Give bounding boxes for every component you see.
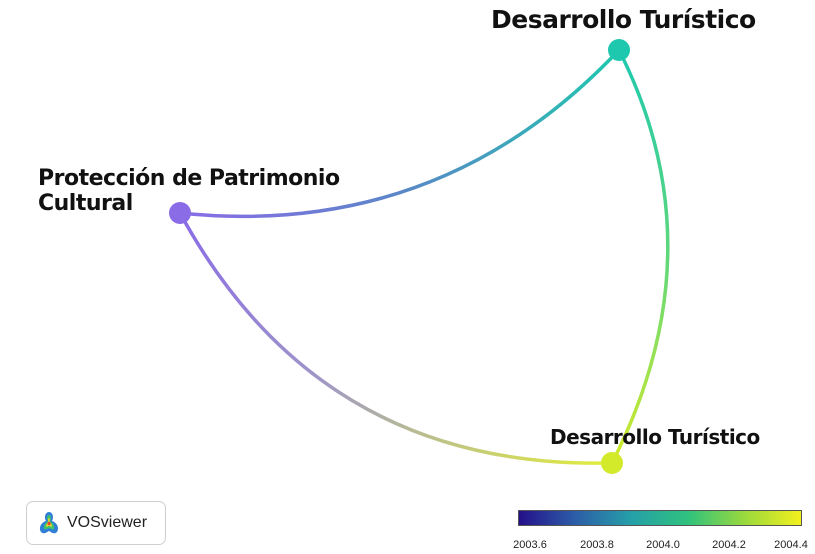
node-label-desarrollo-turistico-top[interactable]: Desarrollo Turístico [491, 5, 756, 34]
vosviewer-logo-text: VOSviewer [67, 514, 148, 531]
colorbar-tick-label: 2004.0 [646, 539, 680, 551]
node-label-line-1: Protección de Patrimonio [38, 166, 340, 191]
edge-left-top [178, 48, 621, 219]
colorbar-tick-label: 2004.4 [774, 539, 808, 551]
node-label-proteccion-patrimonio[interactable]: Protección de Patrimonio Cultural [38, 166, 340, 217]
node-desarrollo-turistico-bottom[interactable] [601, 452, 623, 474]
vosviewer-logo[interactable]: VOSviewer [26, 501, 166, 545]
colorbar-tick-label: 2003.8 [580, 539, 614, 551]
edge-left-bottom [178, 211, 614, 465]
colorbar-tick-label: 2003.6 [513, 539, 547, 551]
vosviewer-icon [39, 512, 59, 534]
node-desarrollo-turistico-top[interactable] [608, 39, 630, 61]
node-label-desarrollo-turistico-bottom[interactable]: Desarrollo Turístico [550, 425, 760, 449]
node-label-line-2: Cultural [38, 191, 133, 217]
year-colorbar [518, 510, 802, 526]
edge-top-bottom [610, 48, 670, 465]
colorbar-tick-label: 2004.2 [712, 539, 746, 551]
node-proteccion-patrimonio[interactable] [169, 202, 191, 224]
